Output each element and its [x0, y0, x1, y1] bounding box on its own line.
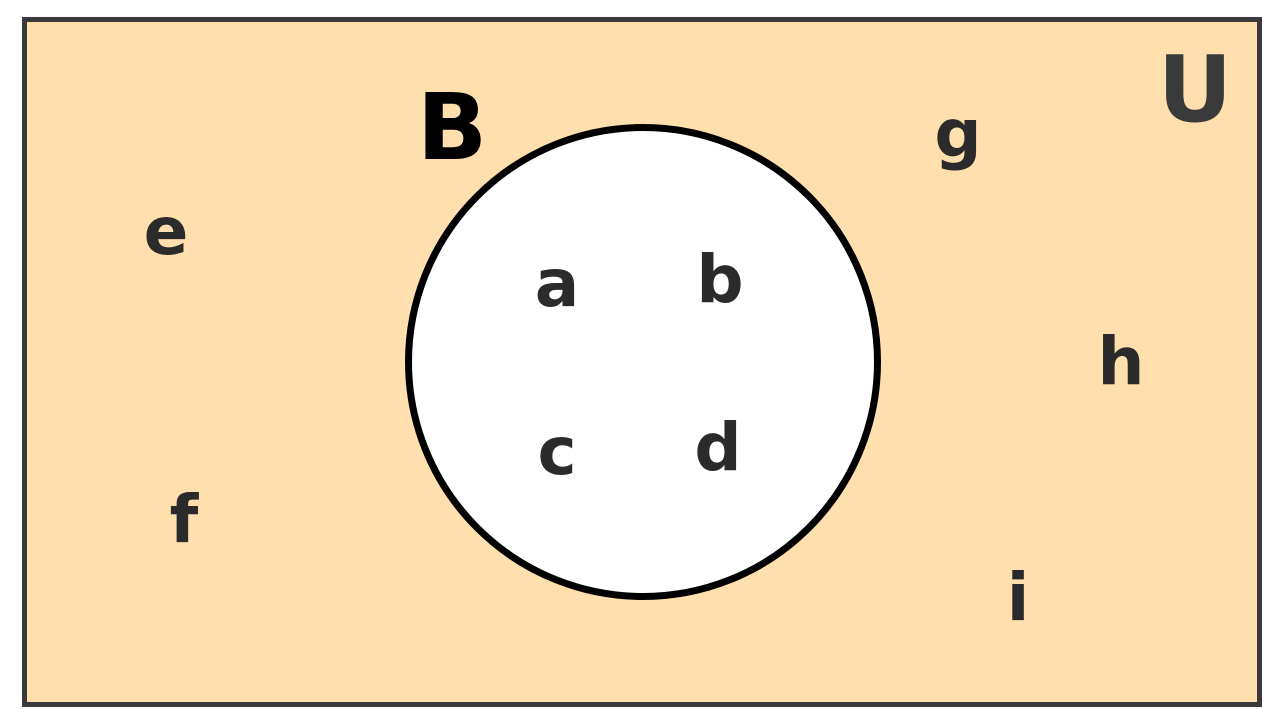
element-f: f [169, 481, 199, 558]
element-d: d [694, 409, 742, 486]
set-b-circle [405, 124, 881, 600]
element-h: h [1097, 323, 1145, 400]
element-a: a [534, 245, 580, 322]
element-c: c [537, 413, 577, 490]
universal-set-label: U [1157, 36, 1233, 143]
element-b: b [696, 241, 744, 318]
element-e: e [143, 193, 189, 270]
element-i: i [1006, 559, 1030, 636]
set-b-label: B [416, 74, 488, 181]
element-g: g [934, 95, 982, 172]
